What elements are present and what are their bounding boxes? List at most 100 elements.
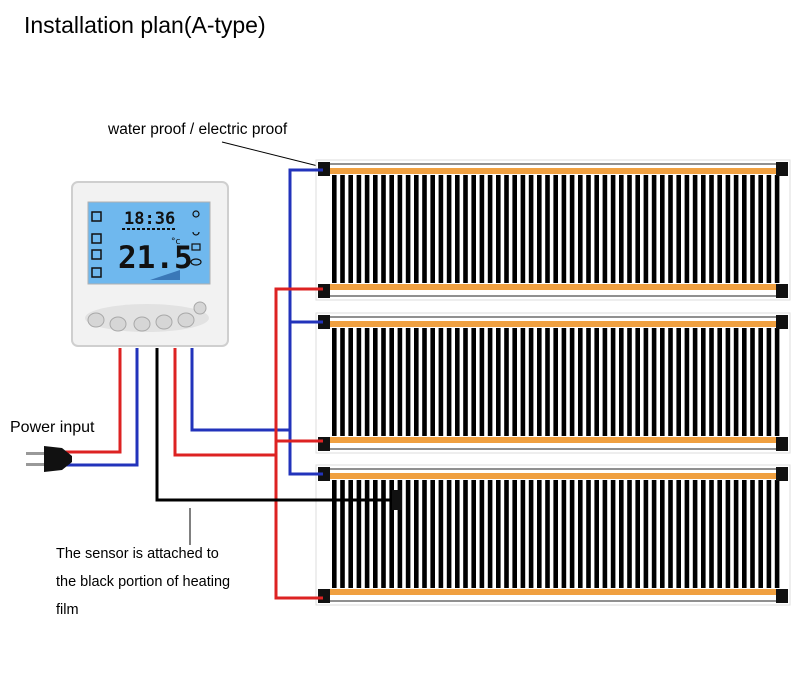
carbon-stripe xyxy=(520,328,526,436)
carbon-stripe xyxy=(397,480,403,588)
carbon-stripe xyxy=(643,328,649,436)
carbon-stripe xyxy=(758,175,763,283)
thermostat-button xyxy=(177,312,195,328)
carbon-stripe xyxy=(496,175,501,283)
carbon-stripe xyxy=(455,328,460,436)
heating-film-group xyxy=(315,159,791,606)
carbon-stripe xyxy=(553,480,558,588)
carbon-stripe xyxy=(430,480,435,588)
carbon-stripe xyxy=(520,175,526,283)
carbon-stripe xyxy=(438,175,444,283)
carbon-stripe xyxy=(414,480,419,588)
electrode-strip xyxy=(326,168,784,174)
carbon-stripe xyxy=(569,328,575,436)
electrode-strip xyxy=(326,589,784,595)
power-neutral-wire xyxy=(60,348,139,467)
carbon-stripe xyxy=(635,175,640,283)
carbon-stripe xyxy=(463,480,468,588)
carbon-stripe xyxy=(438,328,444,436)
carbon-stripe xyxy=(709,328,714,436)
carbon-stripe xyxy=(487,175,493,283)
carbon-stripe xyxy=(586,328,591,436)
carbon-stripe xyxy=(643,480,649,588)
terminal-clip xyxy=(318,437,330,451)
carbon-stripe xyxy=(725,480,731,588)
terminal-clip xyxy=(776,284,788,298)
carbon-stripe xyxy=(660,480,665,588)
carbon-stripe xyxy=(512,328,517,436)
carbon-stripe xyxy=(479,480,485,588)
carbon-stripe xyxy=(537,328,542,436)
carbon-stripe xyxy=(405,480,411,588)
sensor-probe xyxy=(392,490,402,510)
carbon-stripe xyxy=(766,175,772,283)
carbon-stripe xyxy=(455,175,460,283)
carbon-stripe xyxy=(619,175,624,283)
carbon-stripe xyxy=(364,480,370,588)
carbon-stripe xyxy=(635,480,640,588)
thermostat-buttons xyxy=(87,301,207,332)
terminal-clip xyxy=(776,162,788,176)
carbon-stripe xyxy=(774,175,780,283)
carbon-stripe xyxy=(766,480,772,588)
carbon-stripe xyxy=(709,480,714,588)
neutral-bus xyxy=(288,168,323,324)
carbon-stripe xyxy=(578,328,583,436)
carbon-stripe xyxy=(356,328,362,436)
carbon-stripe xyxy=(684,480,690,588)
carbon-stripe xyxy=(479,328,485,436)
carbon-stripe xyxy=(422,175,427,283)
lcd-temperature: 21.5 xyxy=(118,240,193,276)
carbon-stripe xyxy=(643,175,649,283)
waterproof-leader xyxy=(221,141,319,167)
carbon-stripe xyxy=(594,328,599,436)
carbon-stripe xyxy=(553,328,558,436)
carbon-stripe xyxy=(373,480,378,588)
carbon-stripe xyxy=(340,480,345,588)
carbon-stripe xyxy=(627,480,632,588)
carbon-stripe xyxy=(471,328,476,436)
carbon-stripe xyxy=(602,175,608,283)
carbon-stripe xyxy=(364,175,370,283)
carbon-stripe xyxy=(578,480,583,588)
carbon-stripe xyxy=(725,328,731,436)
carbon-stripe xyxy=(446,480,452,588)
carbon-stripe xyxy=(496,480,501,588)
thermostat-button xyxy=(155,314,173,330)
carbon-stripe xyxy=(602,328,608,436)
neutral-bus xyxy=(276,322,292,432)
carbon-stripe xyxy=(520,480,526,588)
carbon-stripe xyxy=(504,175,509,283)
terminal-clip xyxy=(776,589,788,603)
carbon-stripe xyxy=(684,328,690,436)
carbon-stripe xyxy=(397,175,403,283)
carbon-stripe xyxy=(373,328,378,436)
sensor-note-line: The sensor is attached to xyxy=(56,546,219,562)
carbon-stripe xyxy=(455,480,460,588)
carbon-stripe xyxy=(340,175,345,283)
carbon-stripe xyxy=(537,175,542,283)
thermostat-button xyxy=(87,312,105,328)
carbon-stripe xyxy=(364,328,370,436)
carbon-stripe xyxy=(619,480,624,588)
carbon-stripe xyxy=(504,480,509,588)
terminal-clip xyxy=(318,467,330,481)
carbon-stripe xyxy=(701,480,706,588)
carbon-stripe xyxy=(414,328,419,436)
lcd-time: 18:36 xyxy=(124,209,175,229)
carbon-stripe xyxy=(742,480,747,588)
carbon-stripe xyxy=(405,328,411,436)
terminal-clip xyxy=(318,162,330,176)
carbon-stripe xyxy=(774,480,780,588)
carbon-stripe xyxy=(545,175,550,283)
carbon-stripe xyxy=(332,328,337,436)
power-input-label: Power input xyxy=(10,419,95,436)
carbon-stripe xyxy=(430,175,435,283)
carbon-stripe xyxy=(684,175,690,283)
lcd-level-indicator xyxy=(150,270,180,280)
carbon-stripe xyxy=(561,480,567,588)
thermostat-button xyxy=(193,301,207,315)
sensor-note-line: film xyxy=(56,602,79,618)
carbon-stripe xyxy=(545,480,550,588)
carbon-stripe xyxy=(742,328,747,436)
